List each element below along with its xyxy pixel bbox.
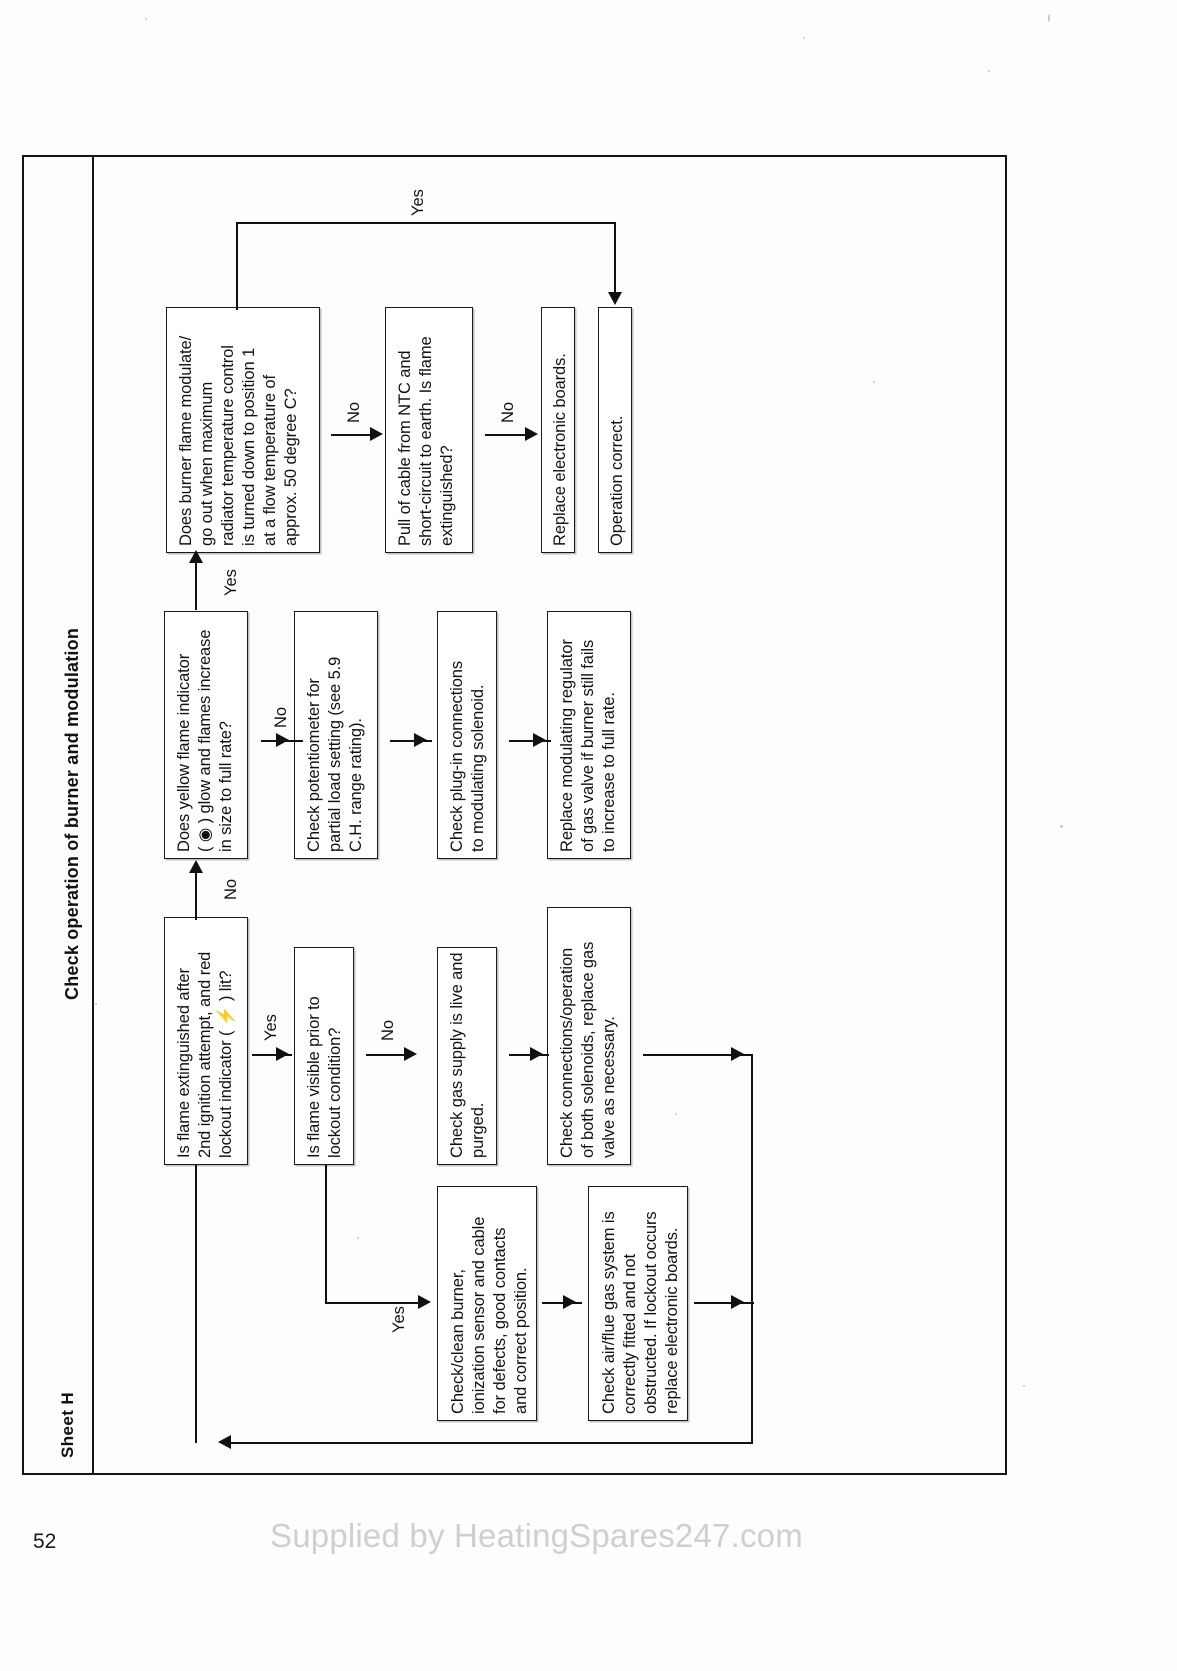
diagram-title-divider xyxy=(92,157,94,1473)
page-title: Check operation of burner and modulation xyxy=(62,627,82,1000)
connector-n6-to-return-bus xyxy=(694,1302,754,1305)
diagram-frame xyxy=(22,155,1007,1475)
scan-speck xyxy=(145,18,147,20)
connector-n12-n13 xyxy=(485,434,527,437)
scan-speck xyxy=(1048,14,1050,22)
flow-node-check-clean-burner[interactable]: Check/clean burner, ionization sensor an… xyxy=(437,1186,537,1421)
arrowhead-n1-n2 xyxy=(276,1047,289,1061)
edge-label-no-n2-n3: No xyxy=(379,1019,397,1041)
arrowhead-n2-n3 xyxy=(404,1047,417,1061)
connector-n2-n5-vertical xyxy=(325,1165,328,1304)
arrowhead-n5-n6 xyxy=(563,1295,576,1309)
connector-n1-n2 xyxy=(252,1054,292,1057)
connector-n2-n5-horizontal xyxy=(325,1302,423,1305)
edge-label-yes-n7-n11: Yes xyxy=(222,569,240,596)
flow-node-does-yellow-flame-indicator[interactable]: Does yellow flame indicator ( ◉ ) glow a… xyxy=(164,611,248,859)
flow-node-label: Does yellow flame indicator ( ◉ ) glow a… xyxy=(175,629,235,852)
connector-n9-n10 xyxy=(509,740,551,743)
connector-n11-n12 xyxy=(331,434,373,437)
connector-n1-n7 xyxy=(195,872,198,920)
flow-node-check-connections-solenoids[interactable]: Check connections/operation of both sole… xyxy=(547,907,631,1165)
scan-speck xyxy=(803,37,805,39)
flow-node-label: Check potentiometer for partial load set… xyxy=(305,656,365,852)
arrowhead-n9-n10 xyxy=(533,733,546,747)
flow-node-label: Operation correct. xyxy=(608,415,626,546)
scan-speck xyxy=(675,1113,677,1115)
flow-node-operation-correct[interactable]: Operation correct. xyxy=(598,307,632,553)
flow-node-label: Pull of cable from NTC and short-circuit… xyxy=(396,336,456,546)
arrowhead-n6-to-return-bus xyxy=(731,1295,744,1309)
scan-speck xyxy=(357,1237,359,1239)
page-number: 52 xyxy=(33,1530,57,1553)
watermark: Supplied by HeatingSpares247.com xyxy=(270,1517,803,1554)
arrowhead-n1-n7 xyxy=(189,860,203,873)
scan-speck xyxy=(873,381,875,383)
edge-label-no-n11-n12: No xyxy=(345,401,363,423)
connector-n3-n4 xyxy=(509,1054,549,1057)
flow-node-label: Is flame extinguished after 2nd ignition… xyxy=(175,951,235,1158)
connector-n4-to-return-bus xyxy=(643,1054,753,1057)
arrowhead-n12-n13 xyxy=(525,427,538,441)
connector-n5-n6 xyxy=(542,1302,582,1305)
arrowhead-n4-to-return-bus xyxy=(731,1047,744,1061)
edge-label-yes-n1-n2: Yes xyxy=(262,1014,280,1041)
edge-label-no-n7-n8: No xyxy=(272,706,290,728)
arrowhead-n11-n12 xyxy=(370,427,383,441)
edge-label-yes-feedback: Yes xyxy=(409,189,427,216)
arrowhead-n7-n8 xyxy=(276,733,289,747)
flow-node-label: Check gas supply is live and purged. xyxy=(448,952,487,1158)
arrowhead-n8-n9 xyxy=(414,733,427,747)
scan-speck xyxy=(1060,825,1063,828)
flow-node-is-flame-visible[interactable]: Is flame visible prior to lockout condit… xyxy=(294,947,354,1165)
return-bus-horizontal xyxy=(230,1442,753,1445)
flow-node-check-potentiometer[interactable]: Check potentiometer for partial load set… xyxy=(294,611,378,859)
flow-node-label: Check connections/operation of both sole… xyxy=(558,941,618,1158)
connector-n2-n3 xyxy=(366,1054,410,1057)
edge-label-no-n1-n7: No xyxy=(222,878,240,900)
flow-node-label: Replace electronic boards. xyxy=(551,353,569,546)
return-bus-up-to-n1 xyxy=(195,1165,198,1443)
flow-node-check-gas-supply[interactable]: Check gas supply is live and purged. xyxy=(437,947,497,1165)
connector-feedback-horizontal xyxy=(236,222,616,225)
connector-n7-n11 xyxy=(195,562,198,610)
flow-node-label: Does burner flame modulate/ go out when … xyxy=(177,335,300,546)
arrowhead-n2-n5 xyxy=(418,1295,431,1309)
connector-feedback-vertical-left xyxy=(236,222,239,310)
flow-node-does-burner-flame-modulate[interactable]: Does burner flame modulate/ go out when … xyxy=(166,307,320,553)
flow-node-check-plug-in-connections[interactable]: Check plug-in connections to modulating … xyxy=(437,611,497,859)
flow-node-pull-cable-from-ntc[interactable]: Pull of cable from NTC and short-circuit… xyxy=(385,307,473,553)
flow-node-label: Check air/flue gas system is correctly f… xyxy=(600,1211,681,1414)
scan-speck xyxy=(95,1003,97,1005)
flow-node-label: Is flame visible prior to lockout condit… xyxy=(305,996,344,1158)
flow-node-is-flame-extinguished[interactable]: Is flame extinguished after 2nd ignition… xyxy=(164,917,248,1165)
flow-node-replace-modulating-regulator[interactable]: Replace modulating regulator of gas valv… xyxy=(547,611,631,859)
arrowhead-into-operation-correct xyxy=(608,292,622,305)
return-bus-vertical xyxy=(751,1054,754,1444)
connector-feedback-vertical-right xyxy=(614,222,617,294)
flow-node-label: Check plug-in connections to modulating … xyxy=(448,660,487,852)
flow-node-label: Check/clean burner, ionization sensor an… xyxy=(449,1216,530,1414)
edge-label-yes-n2-n5: Yes xyxy=(390,1306,408,1333)
scan-speck xyxy=(988,70,990,72)
connector-n8-n9 xyxy=(390,740,432,743)
flow-node-check-air-flue-gas-system[interactable]: Check air/flue gas system is correctly f… xyxy=(588,1186,688,1421)
arrowhead-n3-n4 xyxy=(530,1047,543,1061)
arrowhead-return-bus xyxy=(218,1435,231,1449)
scan-speck xyxy=(1023,1385,1025,1387)
sheet-label: Sheet H xyxy=(58,1391,77,1458)
arrowhead-n7-n11 xyxy=(189,550,203,563)
edge-label-no-n12-n13: No xyxy=(499,401,517,423)
flow-node-replace-electronic-boards[interactable]: Replace electronic boards. xyxy=(541,307,575,553)
flow-node-label: Replace modulating regulator of gas valv… xyxy=(558,639,618,852)
